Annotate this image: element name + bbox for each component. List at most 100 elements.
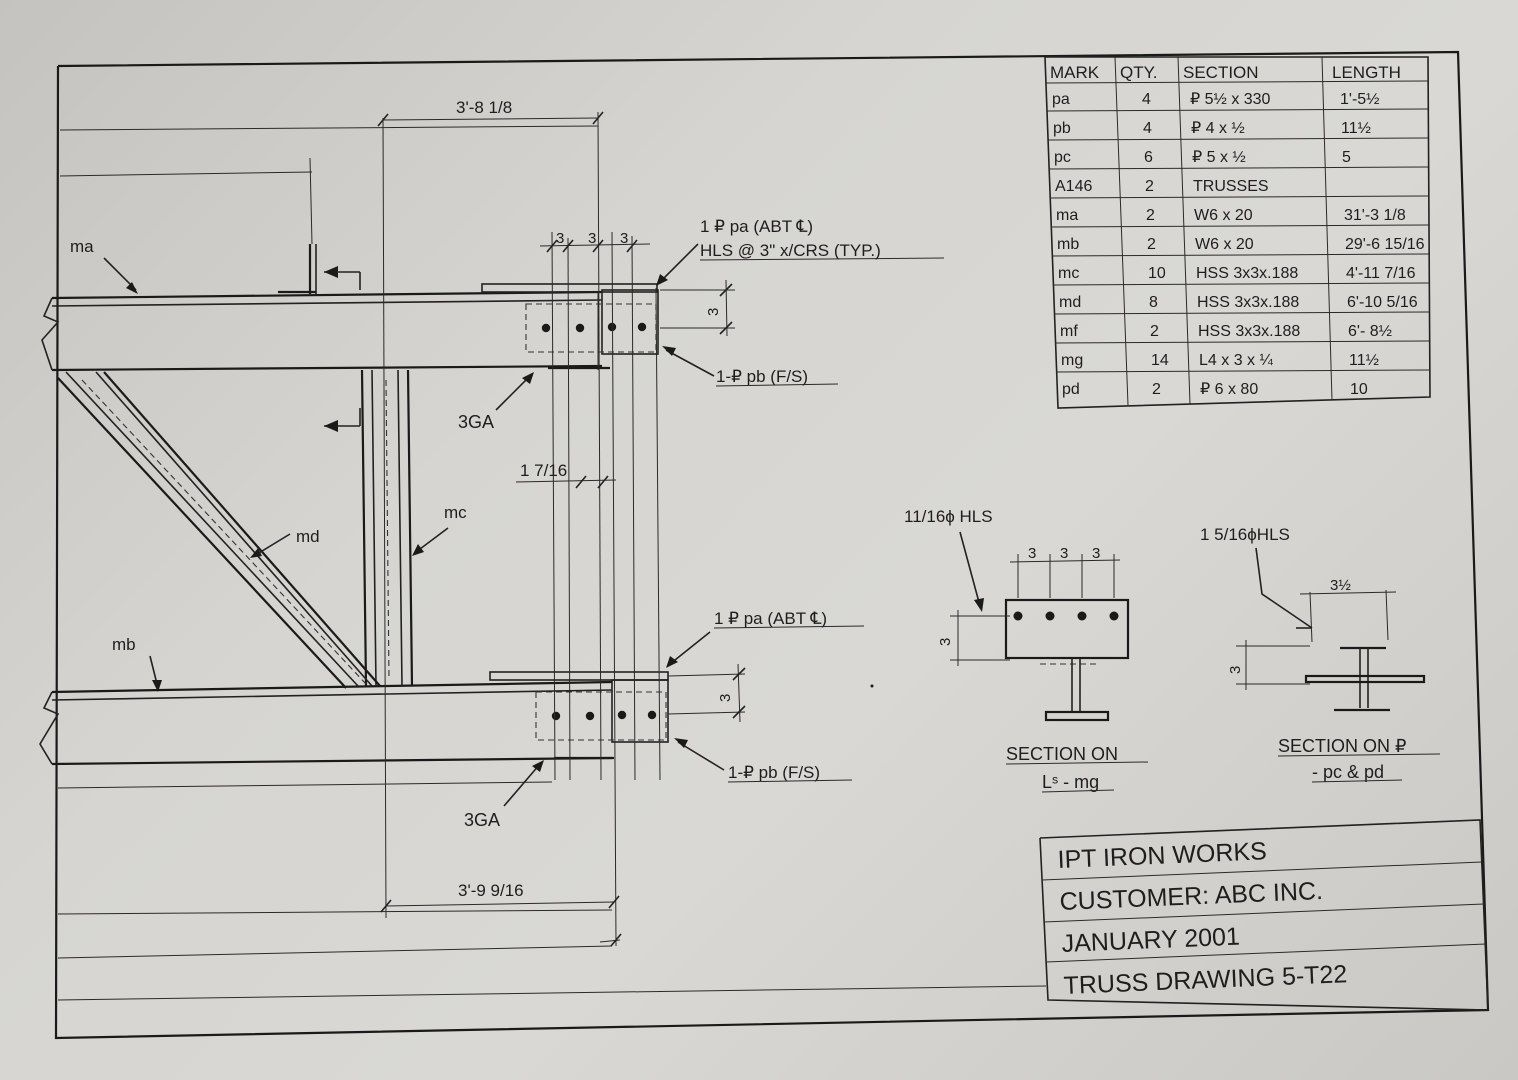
bolt-hole [585, 711, 595, 721]
section-mg-title: SECTION ON [1006, 744, 1118, 764]
schedule-cell-length: 11½ [1349, 352, 1379, 369]
schedule-cell-length: 1'-5½ [1340, 91, 1380, 108]
dim-1-7-16: 1 7/16 [520, 461, 567, 480]
section-mg-detail: 11/16ϕ HLS 3 3 3 3 SECTION ON Lˢ - mg [904, 507, 1149, 793]
header-mark: MARK [1050, 63, 1100, 82]
schedule-cell-section: ₽ 6 x 80 [1200, 381, 1258, 398]
label-3ga-top: 3GA [458, 412, 494, 432]
schedule-cell-qty: 2 [1152, 381, 1161, 398]
schedule-cell-mark: pa [1052, 91, 1070, 108]
dim-3-half: 3½ [1330, 577, 1351, 594]
schedule-cell-mark: pc [1054, 149, 1071, 166]
material-schedule: MARK QTY. SECTION LENGTH pa 4 ₽ 5½ x 330 1'… [1044, 56, 1431, 409]
bolt-hole [1109, 611, 1119, 621]
truss-elevation: 3'-8 1/8 3'-9 9/16 1 7/16 3 3 3 3 [39, 98, 1047, 1001]
schedule-cell-qty: 8 [1149, 294, 1158, 311]
schedule-cell-mark: pb [1053, 120, 1071, 137]
hls-small-label: 11/16ϕ HLS [904, 507, 993, 526]
bolt-hole [551, 711, 561, 721]
bolt-hole [1077, 611, 1087, 621]
schedule-cell-length: 6'- 8½ [1348, 323, 1392, 340]
schedule-cell-mark: A146 [1055, 178, 1092, 195]
customer-name: CUSTOMER: ABC INC. [1059, 877, 1323, 916]
schedule-cell-section: HSS 3x3x.188 [1197, 294, 1299, 311]
edge-distance: 3 [705, 308, 722, 316]
schedule-cell-section: TRUSSES [1193, 178, 1269, 195]
schedule-cell-mark: ma [1056, 207, 1078, 224]
callout-pb-top: 1-₽ pb (F/S) [716, 367, 808, 386]
schedule-cell-qty: 2 [1146, 207, 1155, 224]
schedule-cell-qty: 6 [1144, 149, 1153, 166]
label-md: md [296, 527, 320, 546]
schedule-cell-qty: 2 [1145, 178, 1154, 195]
schedule-cell-mark: mc [1058, 265, 1079, 282]
schedule-cell-length: 31'-3 1/8 [1344, 207, 1406, 224]
schedule-cell-mark: mb [1057, 236, 1079, 253]
schedule-cell-length: 10 [1350, 381, 1368, 398]
header-qty: QTY. [1120, 63, 1157, 82]
bolt-hole [1013, 611, 1023, 621]
section-pc-pd-detail: 1 5/16ϕHLS 3½ 3 SECTION ON ₽ - pc & pd [1200, 525, 1441, 783]
bolt-hole [1045, 611, 1055, 621]
schedule-cell-section: HSS 3x3x.188 [1196, 265, 1298, 282]
schedule-cell-section: HSS 3x3x.188 [1198, 323, 1300, 340]
schedule-cell-section: ₽ 5 x ½ [1192, 149, 1246, 166]
schedule-cell-qty: 4 [1143, 120, 1152, 137]
schedule-cell-mark: mf [1060, 323, 1078, 340]
schedule-cell-section: ₽ 5½ x 330 [1190, 91, 1271, 108]
schedule-cell-section: ₽ 4 x ½ [1191, 120, 1245, 137]
schedule-cell-qty: 14 [1151, 352, 1169, 369]
dim-bottom-length: 3'-9 9/16 [458, 881, 524, 900]
schedule-cell-section: L4 x 3 x ¼ [1199, 352, 1273, 369]
schedule-cell-qty: 2 [1150, 323, 1159, 340]
schedule-cell-length: 5 [1342, 149, 1351, 166]
schedule-cell-length: 29'-6 15/16 [1345, 236, 1425, 253]
bolt-spacing: 3 [588, 230, 596, 247]
edge-distance: 3 [1227, 666, 1244, 674]
bolt-spacing: 3 [1028, 545, 1036, 562]
section-pc-subtitle: - pc & pd [1312, 762, 1384, 782]
schedule-cell-mark: mg [1061, 352, 1083, 369]
bolt-spacing: 3 [556, 230, 564, 247]
bolt-spacing: 3 [1060, 545, 1068, 562]
callout-pb-bottom: 1-₽ pb (F/S) [728, 763, 820, 782]
header-section: SECTION [1183, 63, 1259, 82]
header-length: LENGTH [1332, 63, 1401, 82]
schedule-rows: pa 4 ₽ 5½ x 330 1'-5½ pb 4 ₽ 4 x ½ 11½ pc 6 ₽ 5 x … [1052, 91, 1425, 398]
bolt-hole [575, 323, 585, 333]
section-mg-subtitle: Lˢ - mg [1042, 772, 1099, 792]
drawing-date: JANUARY 2001 [1061, 923, 1240, 958]
schedule-cell-length: 11½ [1341, 120, 1371, 137]
bolt-hole [541, 323, 551, 333]
callout-pa-top: 1 ₽ pa (ABT ℄) [700, 217, 813, 236]
bolt-hole [617, 710, 627, 720]
schedule-cell-length: 6'-10 5/16 [1347, 294, 1418, 311]
company-name: IPT IRON WORKS [1057, 837, 1267, 874]
label-mc: mc [444, 503, 467, 522]
bolt-hole [647, 710, 657, 720]
callout-pa-bottom: 1 ₽ pa (ABT ℄) [714, 609, 827, 628]
edge-distance: 3 [937, 638, 954, 646]
label-ma: ma [70, 237, 94, 256]
schedule-cell-qty: 10 [1148, 265, 1166, 282]
dim-top-length: 3'-8 1/8 [456, 98, 512, 117]
bolt-hole [637, 322, 647, 332]
schedule-cell-length: 4'-11 7/16 [1346, 265, 1416, 282]
bolt-hole [607, 322, 617, 332]
schedule-cell-section: W6 x 20 [1195, 236, 1254, 253]
edge-distance: 3 [717, 694, 734, 702]
bolt-spacing: 3 [620, 230, 628, 247]
schedule-cell-mark: pd [1062, 381, 1080, 398]
schedule-cell-qty: 2 [1147, 236, 1156, 253]
schedule-cell-section: W6 x 20 [1194, 207, 1253, 224]
callout-hls-top: HLS @ 3" x/CRS (TYP.) [700, 241, 881, 260]
label-3ga-bottom: 3GA [464, 810, 500, 830]
drawing-number: TRUSS DRAWING 5-T22 [1063, 960, 1348, 1000]
section-pc-title: SECTION ON ₽ [1278, 736, 1406, 756]
hls-large-label: 1 5/16ϕHLS [1200, 525, 1290, 544]
bolt-spacing: 3 [1092, 545, 1100, 562]
schedule-cell-qty: 4 [1142, 91, 1151, 108]
label-mb: mb [112, 635, 136, 654]
